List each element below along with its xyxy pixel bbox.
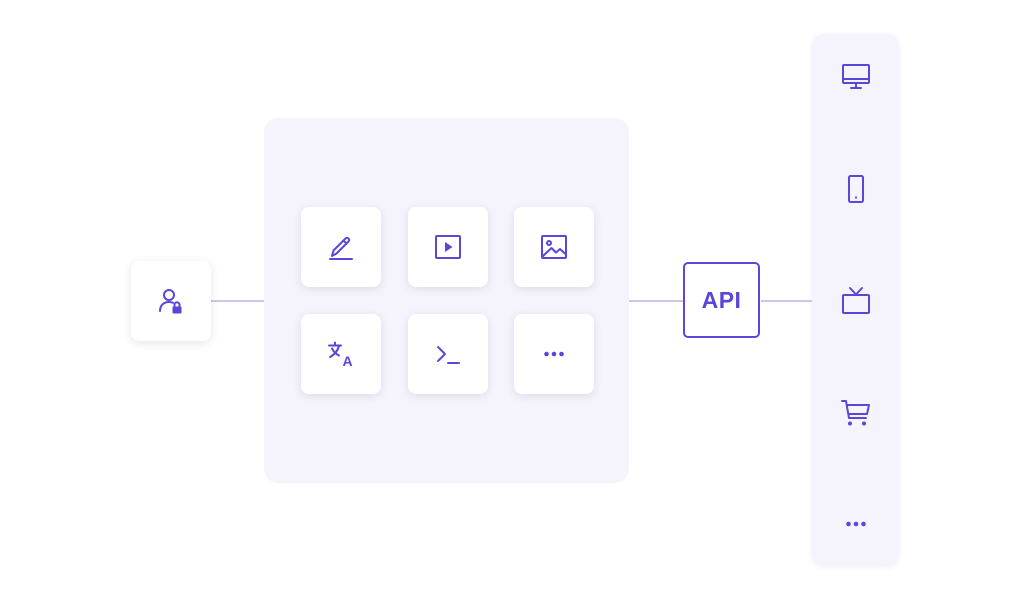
tv-icon xyxy=(842,287,870,314)
device-shop xyxy=(840,397,872,429)
tools-panel: A xyxy=(264,118,629,483)
terminal-icon xyxy=(437,346,460,364)
pencil-icon xyxy=(329,236,353,260)
api-node: API xyxy=(683,262,760,338)
shopping-cart-icon xyxy=(841,400,870,426)
tool-card-video xyxy=(408,207,488,287)
tool-card-code xyxy=(408,314,488,394)
connector-api-to-devices xyxy=(761,300,814,302)
mobile-phone-icon xyxy=(848,175,864,203)
user-node xyxy=(131,261,211,341)
tool-card-image xyxy=(514,207,594,287)
tools-grid: A xyxy=(264,118,629,483)
tool-card-more xyxy=(514,314,594,394)
tool-card-translate: A xyxy=(301,314,381,394)
connector-user-to-tools xyxy=(210,300,265,302)
api-label: API xyxy=(701,286,742,313)
user-lock-icon xyxy=(159,289,182,314)
video-play-icon xyxy=(435,235,461,259)
svg-text:A: A xyxy=(343,353,353,369)
desktop-monitor-icon xyxy=(842,64,870,89)
connector-tools-to-api xyxy=(628,300,684,302)
device-desktop xyxy=(840,61,872,93)
device-mobile xyxy=(840,173,872,205)
image-icon xyxy=(541,235,567,259)
translate-icon: A xyxy=(328,341,353,369)
device-more xyxy=(840,508,872,540)
device-tv xyxy=(840,285,872,317)
devices-column xyxy=(812,34,899,566)
more-icon xyxy=(846,521,866,527)
tool-card-write xyxy=(301,207,381,287)
more-icon xyxy=(544,351,564,357)
